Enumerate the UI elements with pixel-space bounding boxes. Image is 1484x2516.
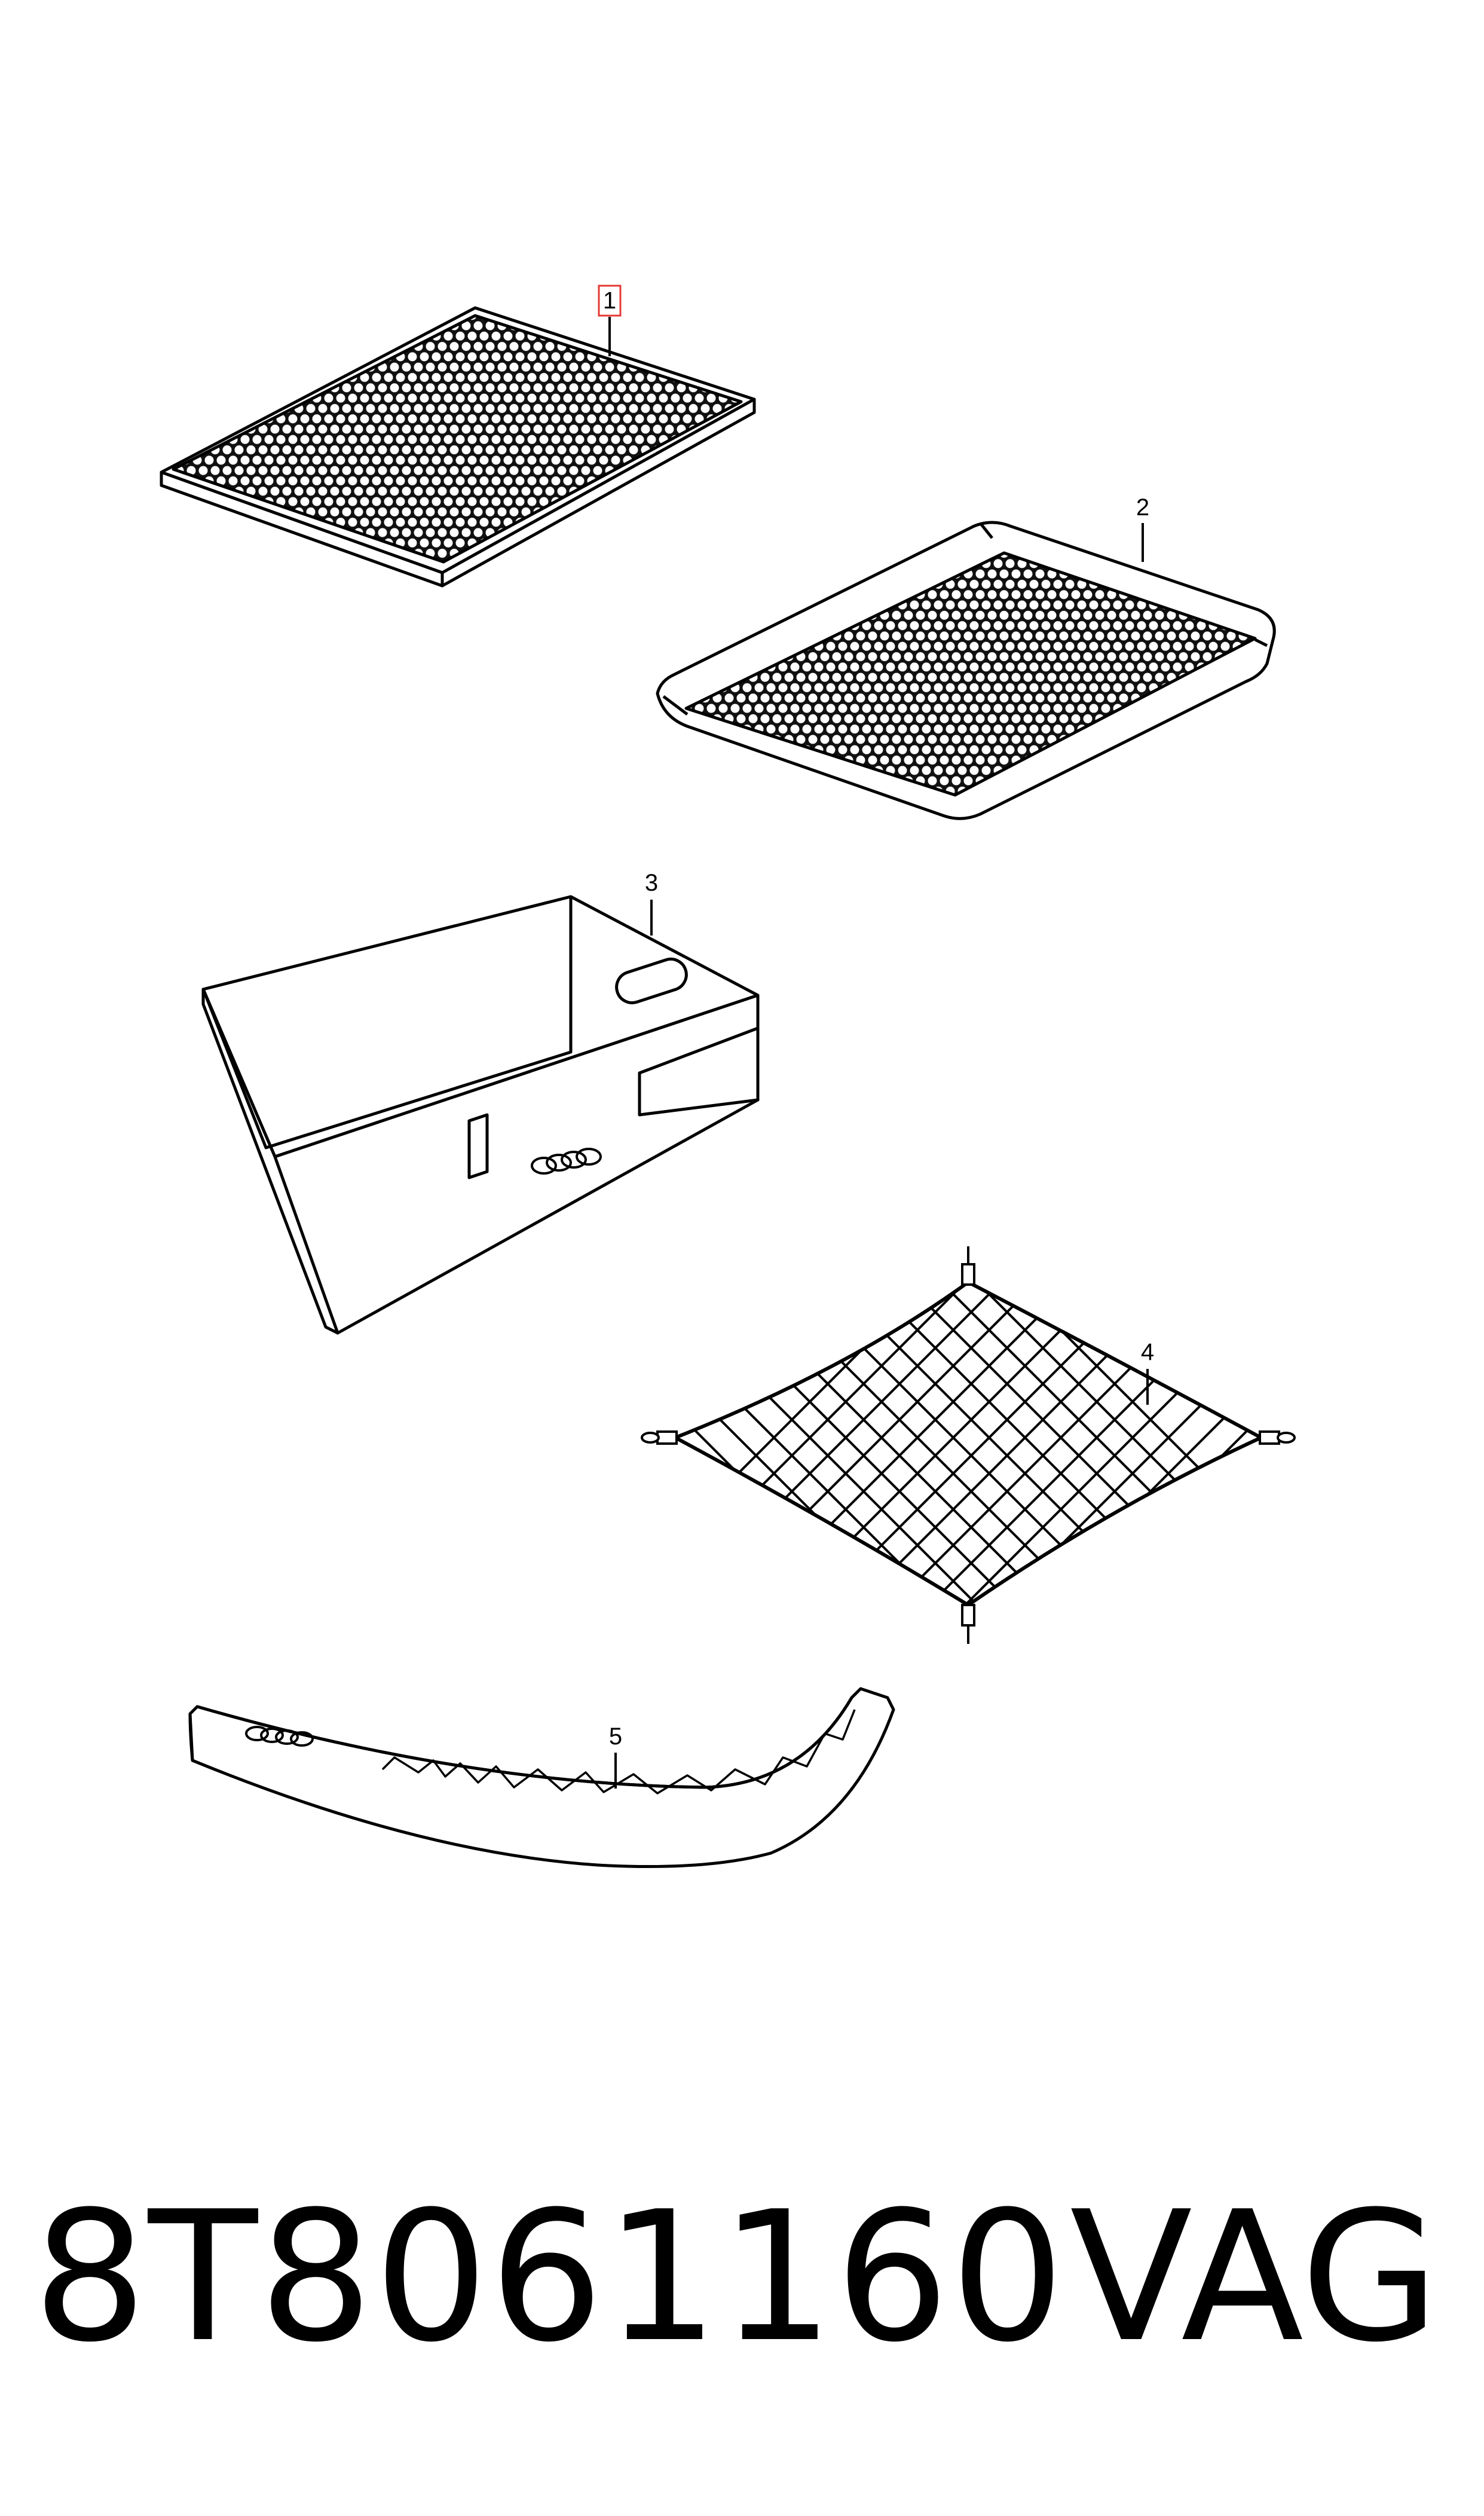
part-5-insert xyxy=(188,1687,895,1868)
part-4-net xyxy=(641,1246,1296,1644)
callout-5[interactable]: 5 xyxy=(609,1723,622,1789)
brand-label: VAG xyxy=(1070,2173,1440,2382)
rings-logo-box xyxy=(531,1148,602,1175)
part-1-mat xyxy=(160,306,756,588)
callout-1[interactable]: 1 xyxy=(598,285,622,356)
callout-4-label: 4 xyxy=(1141,1339,1154,1365)
part-2-tray xyxy=(656,521,1276,820)
part-number: 8T8061160 xyxy=(33,2173,1066,2382)
callout-1-label: 1 xyxy=(603,288,616,314)
callout-2-label: 2 xyxy=(1136,494,1149,521)
callout-3[interactable]: 3 xyxy=(645,870,658,936)
callout-2[interactable]: 2 xyxy=(1136,494,1149,562)
parts-diagram: 1 2 3 xyxy=(160,285,1296,1868)
callout-5-label: 5 xyxy=(609,1723,622,1750)
footer: 8T8061160 VAG xyxy=(0,2164,1484,2403)
callout-4[interactable]: 4 xyxy=(1141,1339,1154,1405)
part-3-box xyxy=(201,895,760,1335)
rings-logo-insert xyxy=(245,1726,314,1747)
callout-3-label: 3 xyxy=(645,870,658,896)
